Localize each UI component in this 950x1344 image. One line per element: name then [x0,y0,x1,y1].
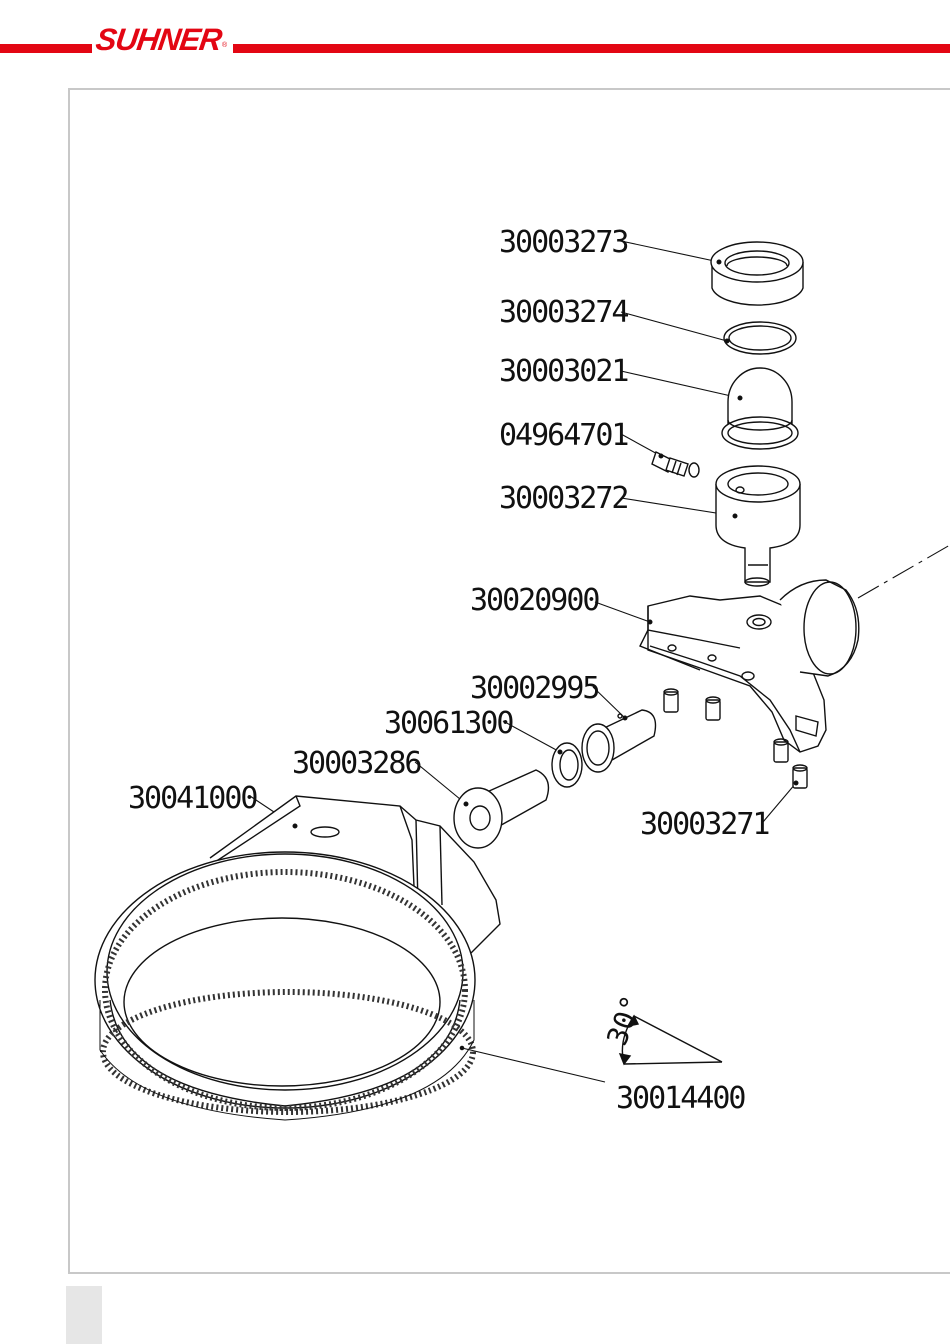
part-30061300-washer [552,743,582,787]
part-label-30002995: 30002995 [470,671,599,706]
part-30041000-guard [95,796,500,1108]
part-30003273-ring-nut [711,242,803,305]
part-label-30014400: 30014400 [616,1081,745,1116]
part-30003272-housing [716,466,800,586]
part-label-30020900: 30020900 [470,583,599,618]
part-30003021-dome-seal [722,368,798,449]
angle-label: 30° [600,991,648,1050]
part-30020900-arm [640,580,859,752]
part-label-30061300: 30061300 [384,706,513,741]
part-label-04964701: 04964701 [499,418,628,453]
part-label-30003286: 30003286 [292,746,421,781]
part-label-30041000: 30041000 [128,781,257,816]
part-30003274-snap-ring [724,322,796,354]
part-label-30003274: 30003274 [499,295,628,330]
part-30003286-pivot-pin [454,770,548,848]
part-label-30003271: 30003271 [640,807,769,842]
part-30002995-sleeve [582,710,656,772]
part-04964701-grease-nipple [652,452,699,477]
part-label-30003272: 30003272 [499,481,628,516]
part-label-30003273: 30003273 [499,225,628,260]
part-label-30003021: 30003021 [499,354,628,389]
